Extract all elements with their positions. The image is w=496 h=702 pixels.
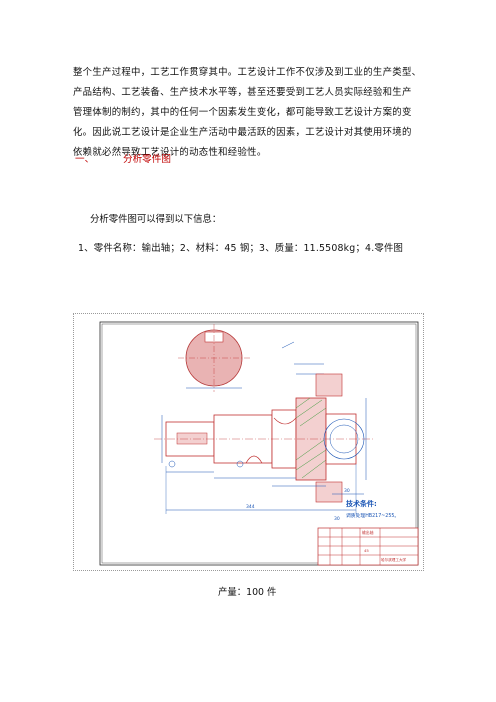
section-view [178, 324, 250, 392]
title-material: 45 [364, 548, 369, 553]
title-block: 输出轴 45 哈尔滨理工大学 [317, 527, 419, 566]
intro-text: 分析零件图可以得到以下信息： [90, 214, 222, 225]
dimension-a: 30 [344, 488, 350, 494]
title-part-name: 输出轴 [362, 530, 374, 535]
dimension-total: 344 [246, 504, 255, 510]
title-school: 哈尔滨理工大学 [381, 557, 407, 562]
tech-requirements-note: 调质处理HB217~255。 [346, 512, 399, 519]
shaft-view [154, 373, 374, 503]
part-info-line: 1、零件名称：输出轴；2、材料：45 钢；3、质量：11.5508kg；4.零件… [78, 243, 404, 254]
engineering-drawing: 344 30 30 技术条件: 调质处理HB217~255。 输出轴 45 哈尔… [99, 321, 419, 566]
body-line: 产品结构、工艺装备、生产技术水平等，甚至还要受到工艺人员实际经验和生产 [73, 87, 412, 98]
body-line: 管理体制的制约，其中的任何一个因素发生变化，都可能导致工艺设计方案的变 [73, 107, 412, 118]
section-number: 一、 [75, 154, 95, 165]
dimension-b: 30 [334, 516, 340, 522]
body-line: 化。因此说工艺设计是企业生产活动中最活跃的因素，工艺设计对其使用环境的 [73, 127, 412, 138]
body-line: 整个生产过程中，工艺工作贯穿其中。工艺设计工作不仅涉及到工业的生产类型、 [73, 67, 422, 78]
section-heading: 一、 分析零件图 [75, 151, 171, 165]
figure-caption: 产量：100 件 [218, 587, 277, 598]
dimension-lines: 344 30 30 [161, 398, 367, 522]
part-drawing-figure: 344 30 30 技术条件: 调质处理HB217~255。 输出轴 45 哈尔… [73, 313, 424, 571]
body-line: 依赖就必然导致工艺设计的动态性和经验性。 [73, 147, 267, 158]
tech-requirements-title: 技术条件: [346, 499, 377, 508]
section-title: 分析零件图 [123, 154, 171, 165]
body-paragraph: 整个生产过程中，工艺工作贯穿其中。工艺设计工作不仅涉及到工业的生产类型、 产品结… [73, 63, 425, 163]
